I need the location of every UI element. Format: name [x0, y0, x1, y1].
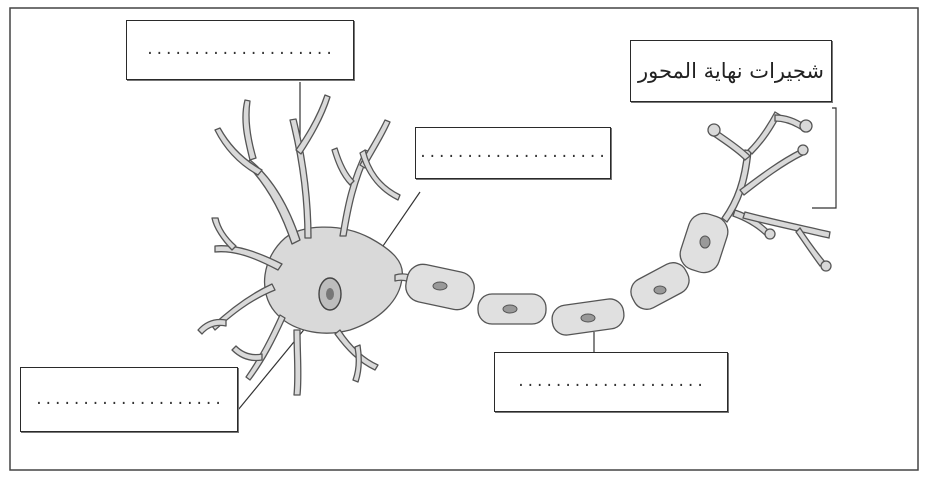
label-myelin: ....................: [494, 352, 728, 412]
label-myelin-text: ....................: [517, 374, 706, 390]
label-cell-body: ....................: [415, 127, 611, 179]
label-dendrites: ....................: [126, 20, 354, 80]
label-nucleus: ....................: [20, 367, 238, 432]
label-axon-terminals-text: شجيرات نهاية المحور: [638, 59, 824, 83]
label-cell-body-text: ....................: [419, 145, 608, 161]
label-dendrites-text: ....................: [146, 42, 335, 58]
nucleolus: [326, 288, 334, 300]
label-axon-terminals: شجيرات نهاية المحور: [630, 40, 832, 102]
label-nucleus-text: ....................: [35, 392, 224, 408]
